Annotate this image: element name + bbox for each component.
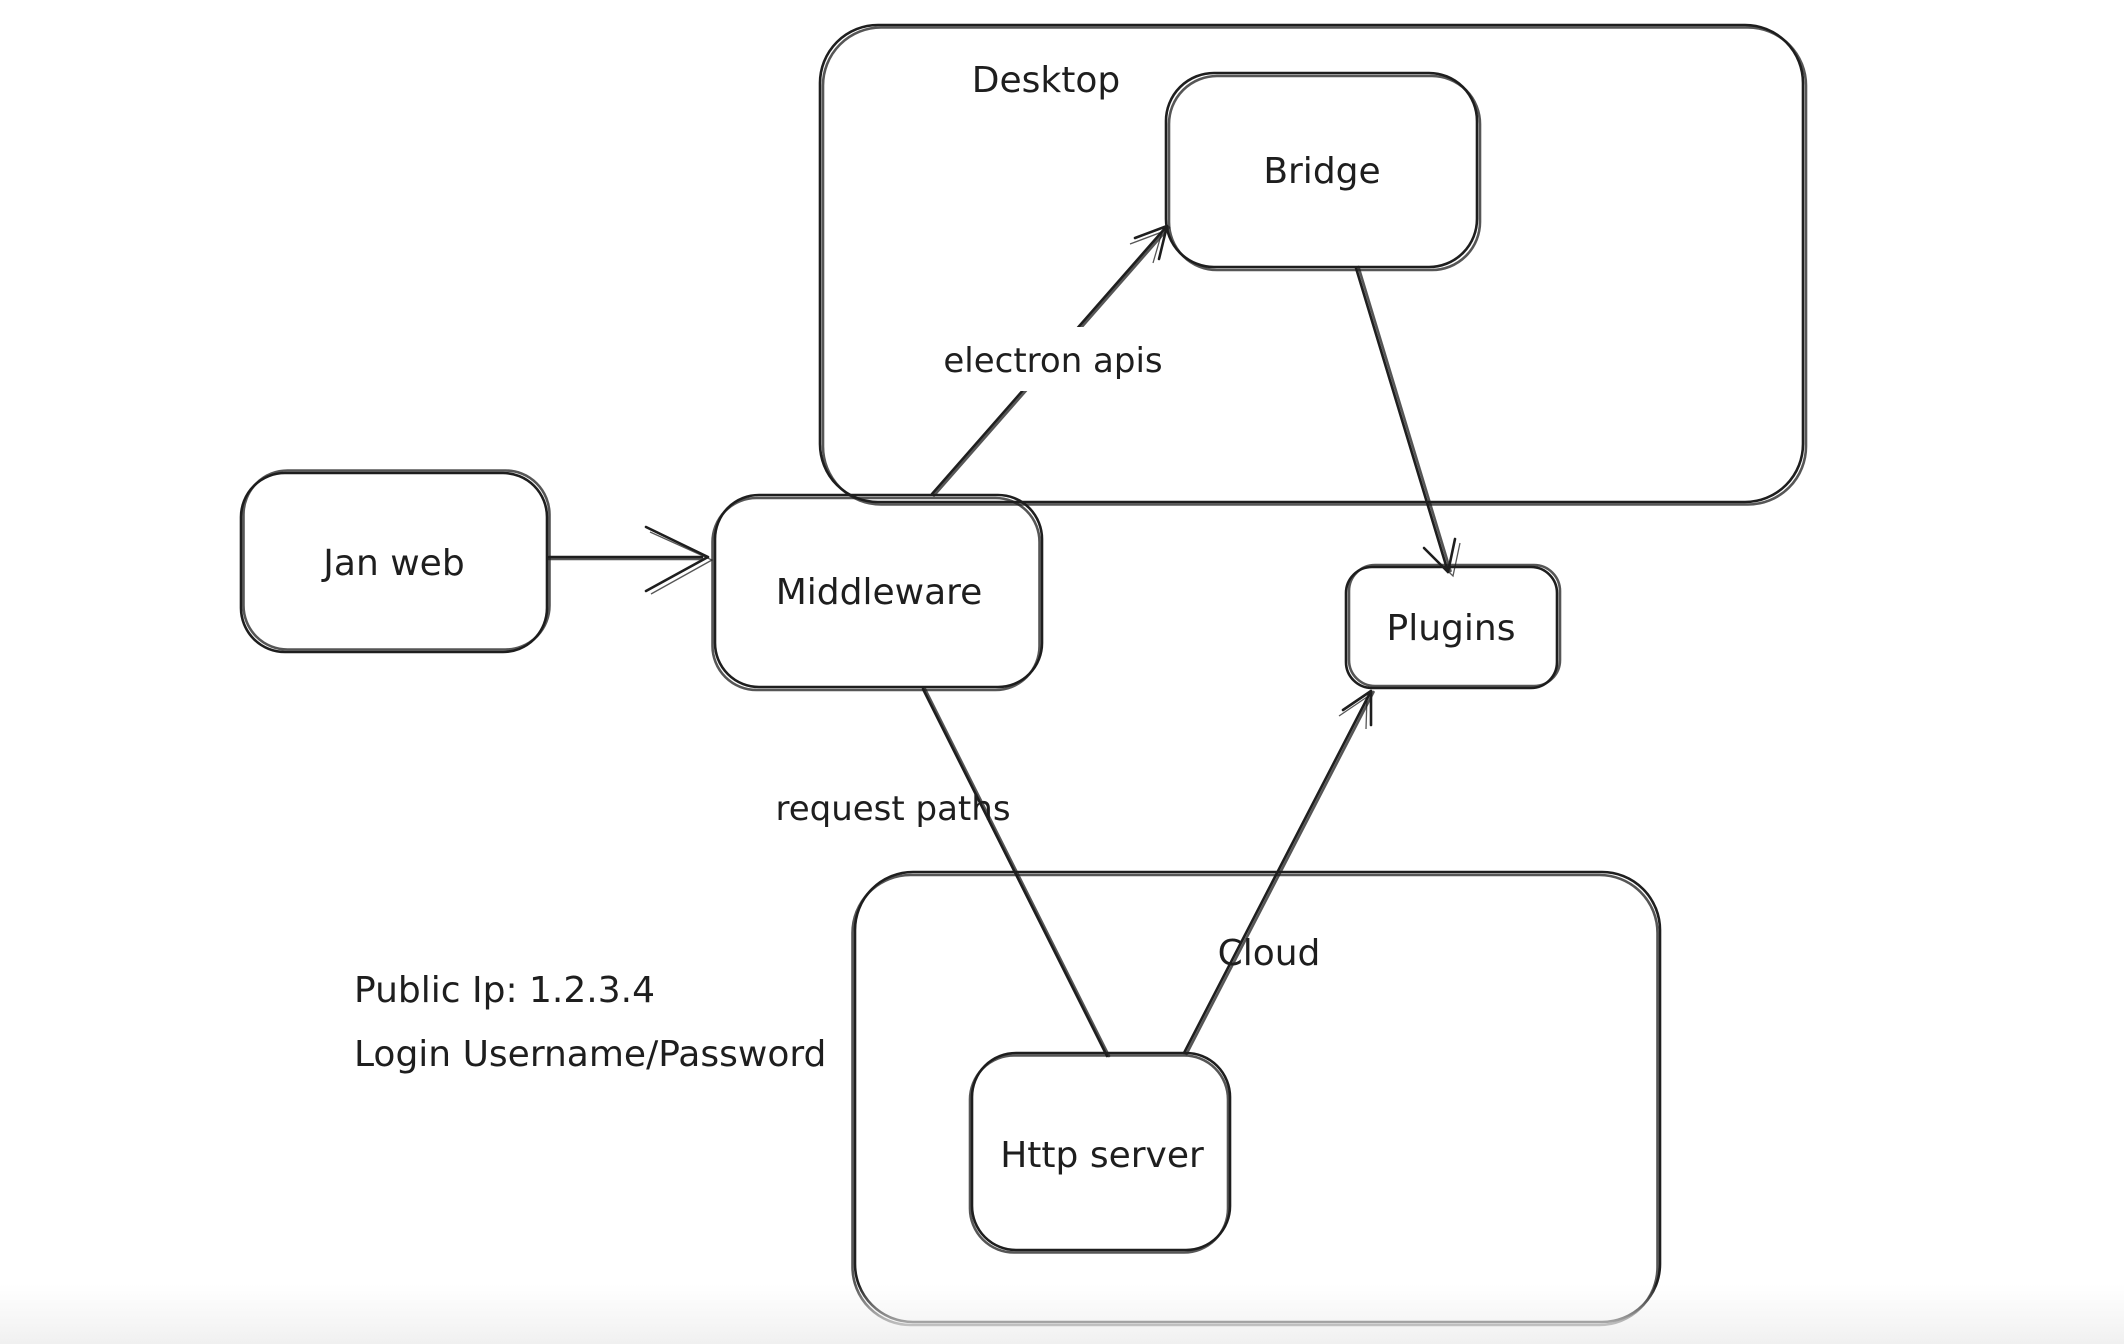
edge-line-middleware-to-httpserver[interactable] [921,687,1109,1058]
edge-label-request-paths[interactable]: request paths [775,789,1010,829]
annotation-text[interactable]: Public Ip: 1.2.3.4 Login Username/Passwo… [354,970,826,1075]
jan-web-shape[interactable] [239,471,549,654]
arrowhead-sketch-stroke [1338,695,1368,730]
edge-bridge-to-plugins[interactable] [1354,265,1461,578]
arrowhead-sketch-stroke [1129,230,1163,264]
node-middleware[interactable]: Middleware [711,493,1044,692]
desktop-container-label[interactable]: Desktop [972,60,1120,101]
edge-line-httpserver-to-plugins[interactable] [1182,689,1373,1055]
node-plugins[interactable]: Plugins [1344,563,1562,690]
node-http-server[interactable]: Http server [968,1051,1232,1254]
edge-httpserver-to-plugins[interactable] [1182,689,1375,1056]
node-bridge[interactable]: Bridge [1164,71,1482,272]
canvas-bottom-fade [0,1284,2124,1344]
plugins-label[interactable]: Plugins [1387,608,1516,649]
edge-middleware-to-httpserver[interactable]: request paths [775,687,1111,1058]
annotation-login[interactable]: Login Username/Password [354,1034,826,1075]
node-jan-web[interactable]: Jan web [239,469,551,654]
desktop-container[interactable]: Desktop [818,23,1808,506]
bridge-shape[interactable] [1164,71,1479,269]
desktop-container-shape[interactable] [818,23,1805,504]
edge-sketch-stroke [1357,265,1452,573]
arrowhead-janweb-to-middleware[interactable] [644,525,710,593]
edge-middleware-to-bridge[interactable]: electron apis [922,224,1187,497]
annotation-public-ip[interactable]: Public Ip: 1.2.3.4 [354,970,655,1011]
bridge-label[interactable]: Bridge [1263,151,1380,192]
edge-line-bridge-to-plugins[interactable] [1354,266,1450,574]
arrowhead-httpserver-to-plugins[interactable] [1341,689,1373,727]
middleware-shape[interactable] [713,493,1044,689]
http-server-label[interactable]: Http server [1000,1135,1204,1176]
http-server-shape[interactable] [970,1051,1232,1252]
arrowhead-sketch-stroke [1428,542,1461,578]
edge-label-background [922,327,1187,391]
edge-label-electron-apis[interactable]: electron apis [943,341,1162,381]
jan-web-label[interactable]: Jan web [321,543,464,584]
plugins-shape[interactable] [1344,565,1559,690]
cloud-container-label[interactable]: Cloud [1218,933,1321,974]
edge-janweb-to-middleware[interactable] [547,525,714,595]
middleware-label[interactable]: Middleware [776,572,983,613]
